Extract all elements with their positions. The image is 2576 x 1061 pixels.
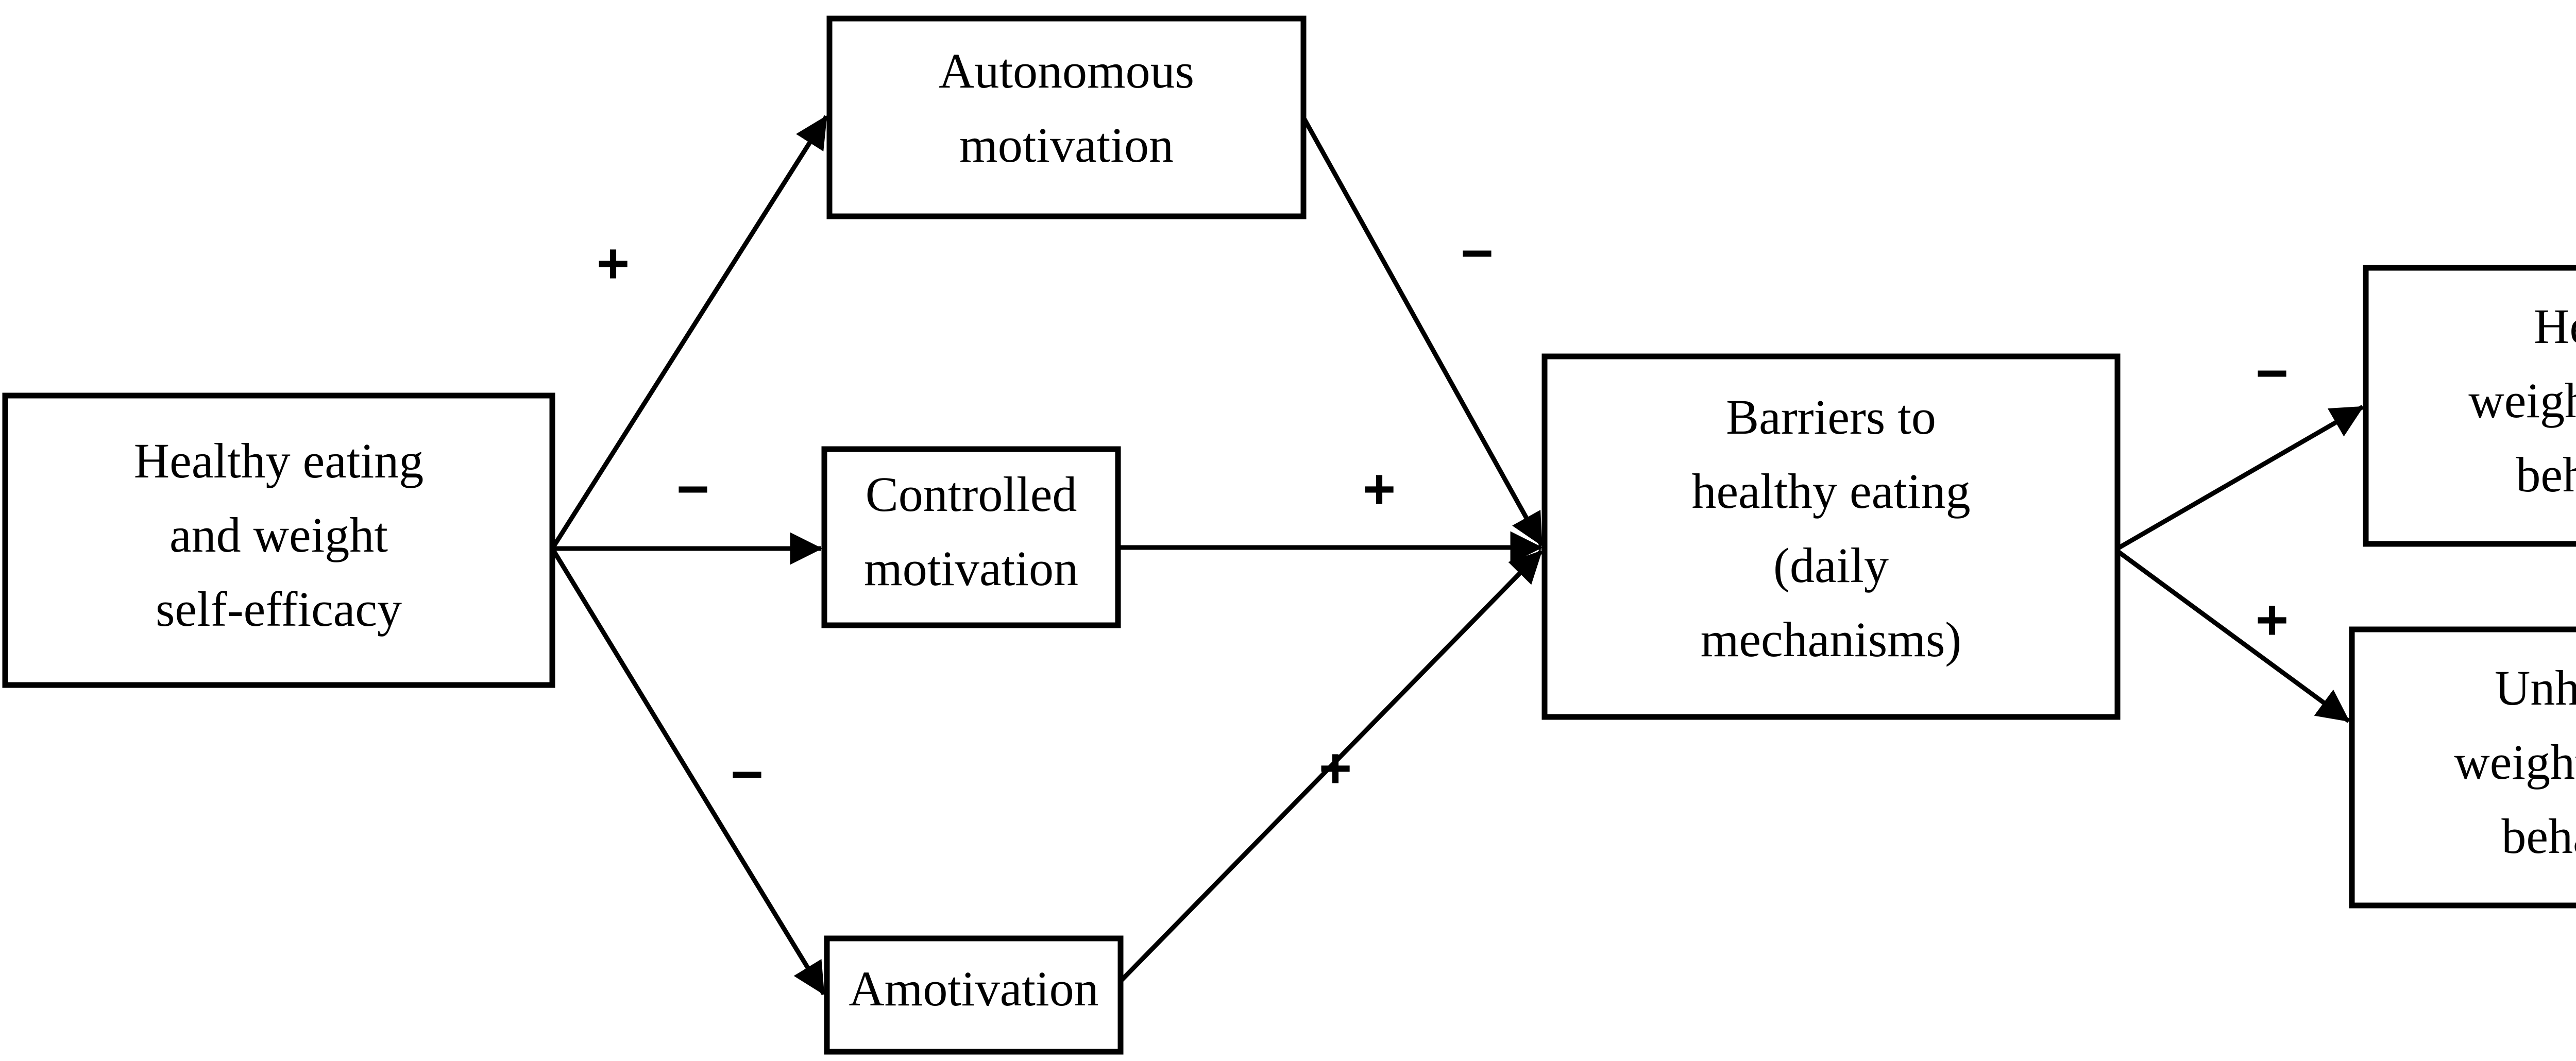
- node-label-line-2: and weight: [170, 507, 388, 562]
- edge-sign-minus: −: [2256, 341, 2289, 405]
- node-box[interactable]: [2363, 265, 2576, 547]
- node-label-line-1: Amotivation: [849, 961, 1098, 1016]
- edge-line: [550, 547, 826, 996]
- edge-amotivation-to-barriers: +: [1118, 549, 1544, 983]
- edge-sign-minus: −: [1461, 221, 1494, 285]
- node-label-line-4: mechanisms): [1701, 612, 1962, 667]
- edge-self-efficacy-to-amotivation: −: [550, 547, 826, 996]
- edge-barriers-to-unhealthy-wcb: +: [2116, 549, 2350, 723]
- node-label-line-2: motivation: [864, 541, 1078, 596]
- node-box[interactable]: [826, 15, 1307, 219]
- node-unhealthy-wcb[interactable]: Unhealthy weight control behaviors: [2349, 626, 2576, 909]
- edge-sign-plus: +: [2256, 588, 2289, 652]
- node-label-line-1: Healthy eating: [134, 433, 423, 488]
- node-label-line-1: Healthy: [2534, 299, 2576, 354]
- edge-sign-plus: +: [1363, 457, 1396, 521]
- edge-sign-plus: +: [1319, 737, 1352, 800]
- node-label-line-3: (daily: [1773, 538, 1889, 593]
- node-controlled-motivation[interactable]: Controlled motivation: [821, 446, 1121, 628]
- edge-line: [2116, 405, 2364, 551]
- node-label-line-2: weight control: [2468, 373, 2576, 428]
- edge-line: [550, 115, 828, 550]
- node-box[interactable]: [821, 446, 1121, 628]
- node-label-line-1: Autonomous: [939, 43, 1194, 98]
- node-box[interactable]: [1541, 353, 2121, 720]
- node-label-line-1: Controlled: [866, 467, 1077, 522]
- node-box[interactable]: [824, 935, 1124, 1055]
- node-label-line-1: Unhealthy: [2495, 660, 2576, 715]
- node-label-line-2: weight control: [2454, 734, 2576, 790]
- edge-sign-minus: −: [676, 457, 709, 521]
- node-label-line-2: motivation: [959, 117, 1174, 173]
- edge-autonomous-motivation-to-barriers: −: [1301, 116, 1544, 546]
- node-barriers[interactable]: Barriers to healthy eating (daily mechan…: [1541, 353, 2121, 720]
- node-self-efficacy[interactable]: Healthy eating and weight self-efficacy: [2, 392, 555, 688]
- node-box[interactable]: [2, 392, 555, 688]
- node-label-line-3: self-efficacy: [156, 581, 402, 637]
- edge-controlled-motivation-to-barriers: +: [1118, 457, 1543, 564]
- edge-line: [1301, 116, 1544, 546]
- edge-line: [2116, 549, 2350, 723]
- edge-barriers-to-healthy-wcb: −: [2116, 341, 2364, 551]
- node-label-line-3: behaviors: [2501, 809, 2576, 864]
- node-box[interactable]: [2349, 626, 2576, 909]
- node-autonomous-motivation[interactable]: Autonomous motivation: [826, 15, 1307, 219]
- node-label-line-2: healthy eating: [1691, 464, 1970, 519]
- edge-line: [1118, 549, 1544, 983]
- edge-sign-plus: +: [597, 232, 630, 295]
- edge-self-efficacy-to-controlled-motivation: −: [552, 457, 823, 565]
- node-label-line-3: behaviors: [2516, 447, 2576, 502]
- node-amotivation[interactable]: Amotivation: [824, 935, 1124, 1055]
- edge-sign-minus: −: [731, 743, 764, 806]
- node-label-line-1: Barriers to: [1726, 389, 1936, 444]
- node-healthy-wcb[interactable]: Healthy weight control behaviors: [2363, 265, 2576, 547]
- edge-self-efficacy-to-autonomous-motivation: +: [550, 115, 828, 550]
